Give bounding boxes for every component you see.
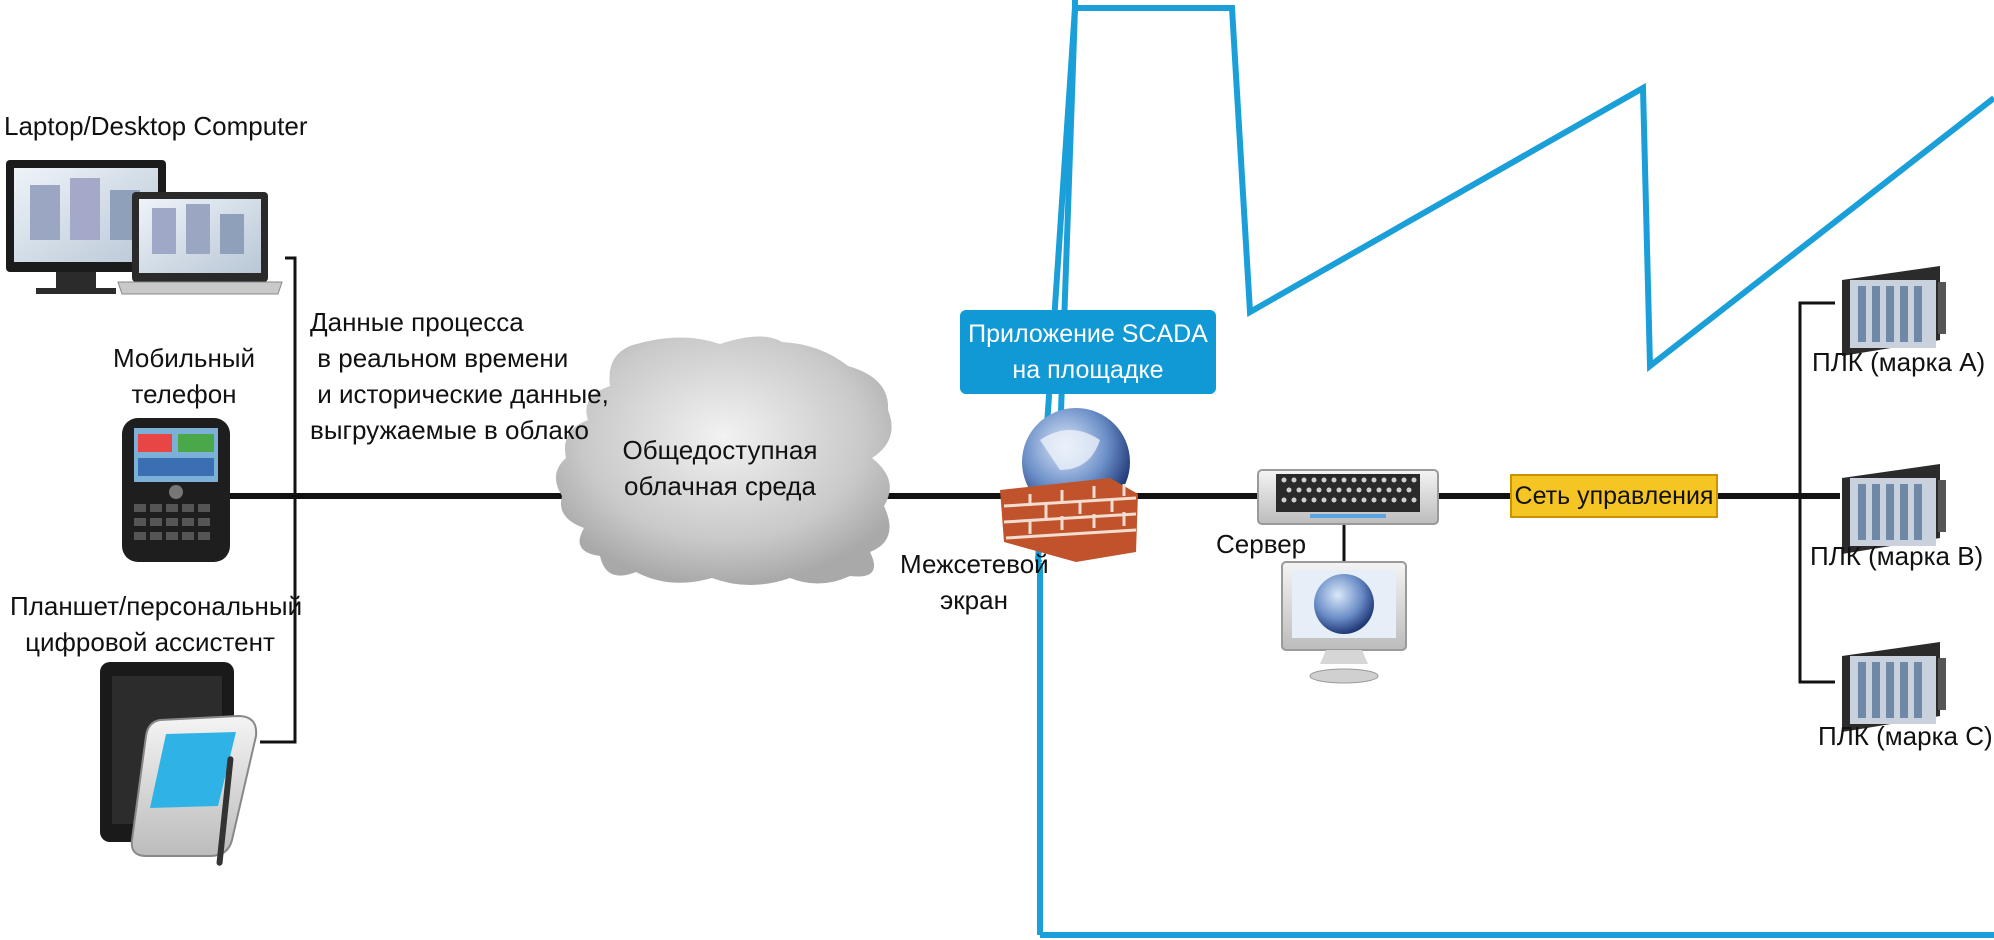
server-label: Сервер xyxy=(1216,529,1307,559)
control-network-box: Сеть управления xyxy=(1510,474,1718,518)
firewall-icon xyxy=(1000,408,1138,562)
plc-label-a: ПЛК (марка A) xyxy=(1812,347,1986,377)
public-cloud-label: Общедоступная облачная среда xyxy=(622,435,818,501)
scada-application-box: Приложение SCADA на площадке xyxy=(960,310,1216,394)
factory-outline xyxy=(1034,0,1994,938)
firewall-label: Межсетевой экран xyxy=(900,549,1049,615)
plc-rack-icon-b xyxy=(1842,464,1946,554)
laptop-desktop-label: Laptop/Desktop Computer xyxy=(4,111,308,141)
workstation-monitor-icon xyxy=(1281,561,1407,684)
server-icon xyxy=(1257,469,1439,525)
public-cloud-shape xyxy=(555,336,892,585)
cloud-upload-note: Данные процесса в реальном времени и ист… xyxy=(310,307,609,445)
plc-rack-icon-a xyxy=(1842,266,1946,356)
tablet-pda-label: Планшет/персональный цифровой ассистент xyxy=(10,591,303,657)
plc-label-c: ПЛК (марка C) xyxy=(1818,721,1993,751)
mobile-phone-label: Мобильный телефон xyxy=(112,343,256,409)
plc-bracket xyxy=(1798,301,1835,684)
laptop-desktop-icon xyxy=(6,160,283,295)
plc-label-b: ПЛК (марка B) xyxy=(1810,541,1984,571)
tablet-pda-icon xyxy=(100,662,258,866)
plc-rack-icon-c xyxy=(1842,642,1946,732)
mobile-phone-icon xyxy=(122,418,230,562)
device-bracket xyxy=(260,256,297,744)
